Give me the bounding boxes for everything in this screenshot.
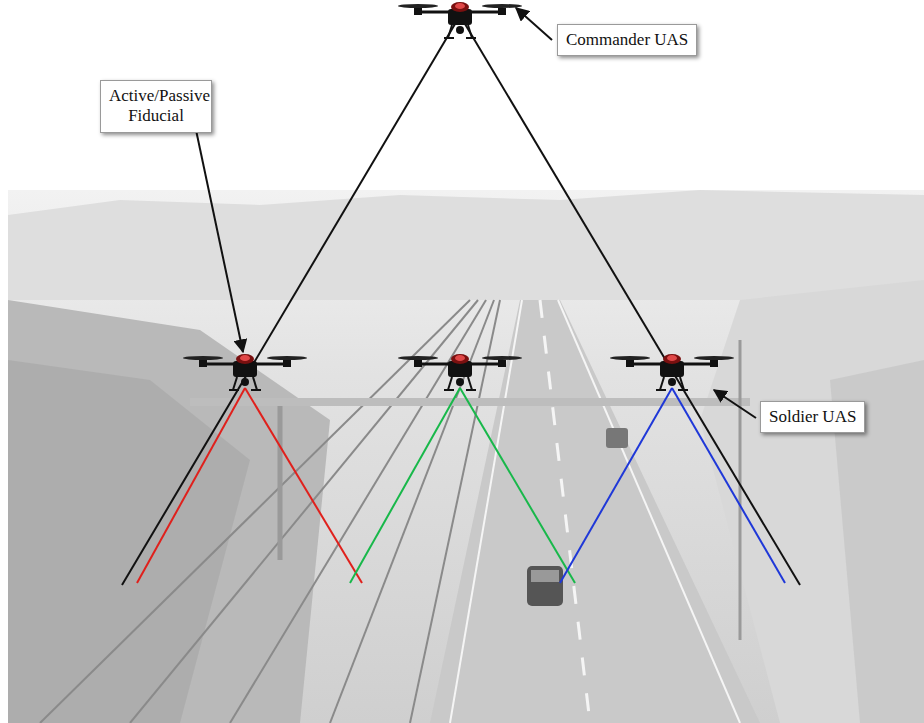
callout-box: Commander UAS [557, 24, 697, 56]
callout-text: Active/Passive Fiducial [109, 86, 203, 127]
callout-box: Soldier UAS [760, 401, 865, 433]
callout-text: Soldier UAS [769, 407, 856, 427]
callout-box: Active/Passive Fiducial [100, 80, 212, 133]
callout-text: Commander UAS [566, 30, 688, 50]
